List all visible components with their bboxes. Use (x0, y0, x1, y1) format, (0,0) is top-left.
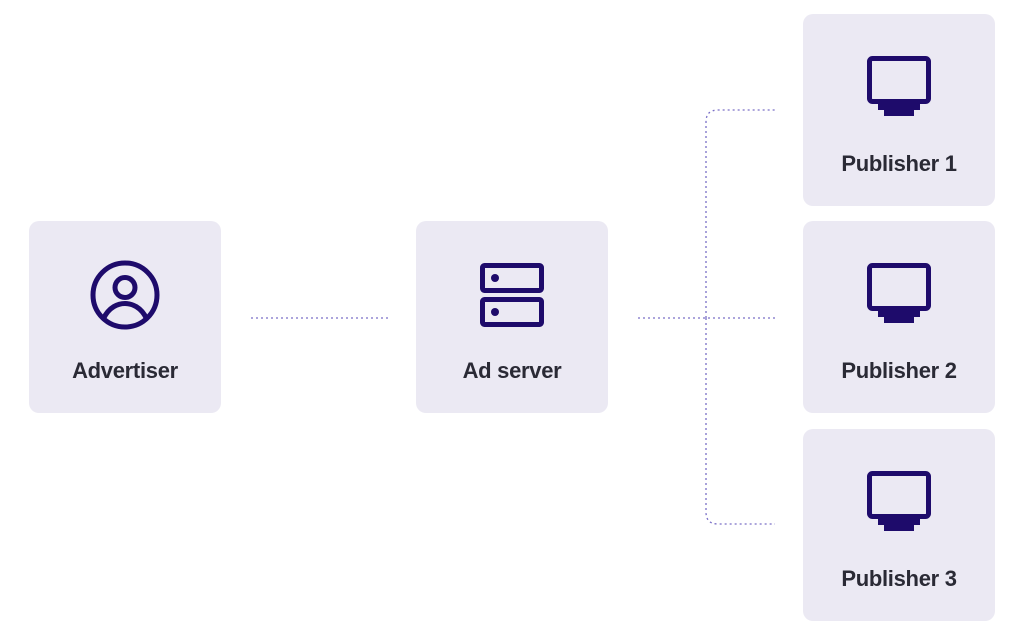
advertiser-node: Advertiser (29, 221, 221, 413)
connector-adserver-publisher-1 (705, 109, 775, 318)
publisher-2-node: Publisher 2 (803, 221, 995, 413)
publisher-1-node: Publisher 1 (803, 14, 995, 206)
monitor-icon (863, 259, 935, 331)
connector-adserver-publisher-3 (705, 318, 775, 525)
monitor-icon (863, 52, 935, 124)
publisher-3-label: Publisher 3 (841, 566, 957, 591)
user-circle-icon (89, 259, 161, 331)
publisher-2-label: Publisher 2 (841, 358, 957, 383)
server-icon (476, 259, 548, 331)
advertiser-label: Advertiser (72, 358, 178, 383)
monitor-icon (863, 467, 935, 539)
ad-server-label: Ad server (462, 358, 562, 383)
ad-server-node: Ad server (416, 221, 608, 413)
publisher-3-node: Publisher 3 (803, 429, 995, 621)
publisher-1-label: Publisher 1 (841, 151, 957, 176)
